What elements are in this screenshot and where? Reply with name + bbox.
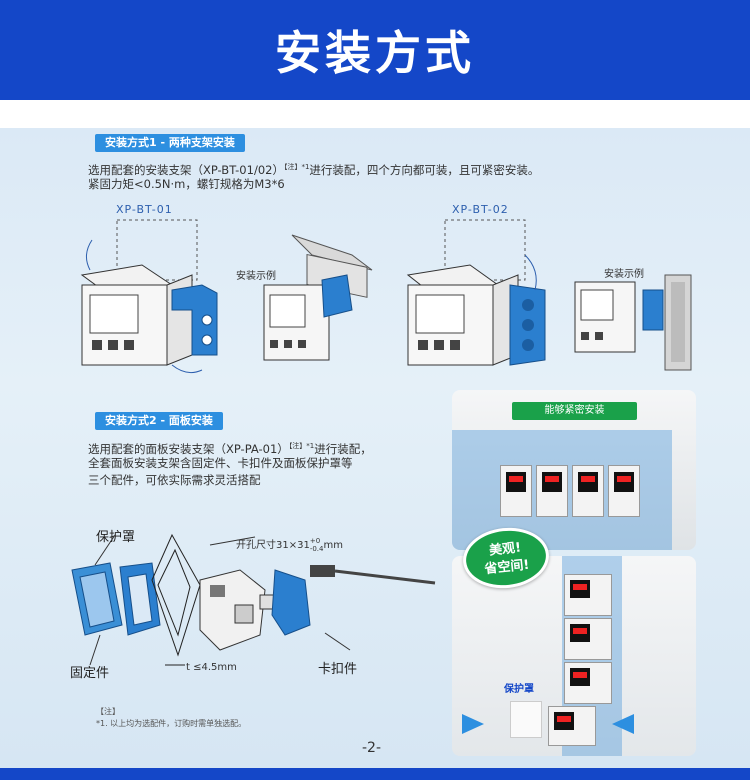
arrow-icon-right: [612, 714, 634, 734]
protective-cover: [510, 701, 542, 738]
page-number: -2-: [362, 740, 382, 756]
cutout-unit: mm: [323, 540, 343, 551]
header-gap: [0, 100, 750, 128]
sensor-row: [500, 465, 640, 517]
photo-space-saving: 保护罩: [452, 556, 696, 756]
section2-note-ref: 【注】*1: [288, 442, 315, 450]
section1-note-ref: 【注】*1: [283, 163, 310, 171]
model-label-bt01: XP-BT-01: [116, 203, 173, 216]
cutout-tol-plus: +0: [309, 537, 321, 545]
section2-line3: 三个配件，可依实际需求灵活搭配: [88, 473, 261, 487]
note-title: 【注】: [96, 707, 120, 716]
cutout-tol-minus: -0.4: [309, 545, 324, 553]
section1-pill: 安装方式1 - 两种支架安装: [95, 134, 245, 152]
section1-line1: 选用配套的安装支架（XP-BT-01/02）【注】*1进行装配，四个方向都可装，…: [88, 160, 539, 178]
section2-line1: 选用配套的面板安装支架（XP-PA-01）【注】*1进行装配，: [88, 439, 372, 457]
model-label-bt02: XP-BT-02: [452, 203, 509, 216]
callout-cover: 保护罩: [96, 530, 136, 545]
example-label-a: 安装示例: [236, 271, 276, 282]
bt02-illustration: [406, 219, 546, 366]
photo-tight-mount: 能够紧密安装: [452, 390, 696, 550]
thickness-label: t ≤4.5mm: [186, 662, 237, 673]
section2-line1-text: 选用配套的面板安装支架（XP-PA-01）: [88, 441, 289, 456]
note-line1: *1. 以上均为选配件，订购时需单独选配。: [96, 719, 247, 728]
bt01-illustration: [80, 219, 218, 374]
section1-line1-text: 选用配套的安装支架（XP-BT-01/02）: [88, 162, 284, 177]
cutout-label: 开孔尺寸31×31: [236, 540, 310, 551]
section2-line2: 全套面板安装支架含固定件、卡扣件及面板保护罩等: [88, 456, 353, 470]
footer-bar: [0, 768, 750, 780]
section2-line1-tail: 进行装配，: [314, 441, 372, 456]
page-title: 安装方式: [275, 26, 475, 80]
example-label-b: 安装示例: [604, 269, 644, 280]
photo-top-banner: 能够紧密安装: [512, 402, 637, 420]
section2-pill: 安装方式2 - 面板安装: [95, 412, 223, 430]
section1-line2: 紧固力矩<0.5N·m，螺钉规格为M3*6: [88, 177, 285, 191]
panel-mount-exploded-view: [71, 533, 436, 666]
arrow-icon-left: [462, 714, 484, 734]
photo-cover-label: 保护罩: [504, 684, 534, 695]
bt01-example-illustration: [263, 234, 373, 361]
callout-fixer: 固定件: [70, 666, 110, 681]
page-header: 安装方式: [0, 0, 750, 100]
section1-line1-tail: 进行装配，四个方向都可装，且可紧密安装。: [309, 162, 540, 177]
callout-clip: 卡扣件: [318, 662, 358, 677]
bt02-example-illustration: [574, 274, 692, 371]
